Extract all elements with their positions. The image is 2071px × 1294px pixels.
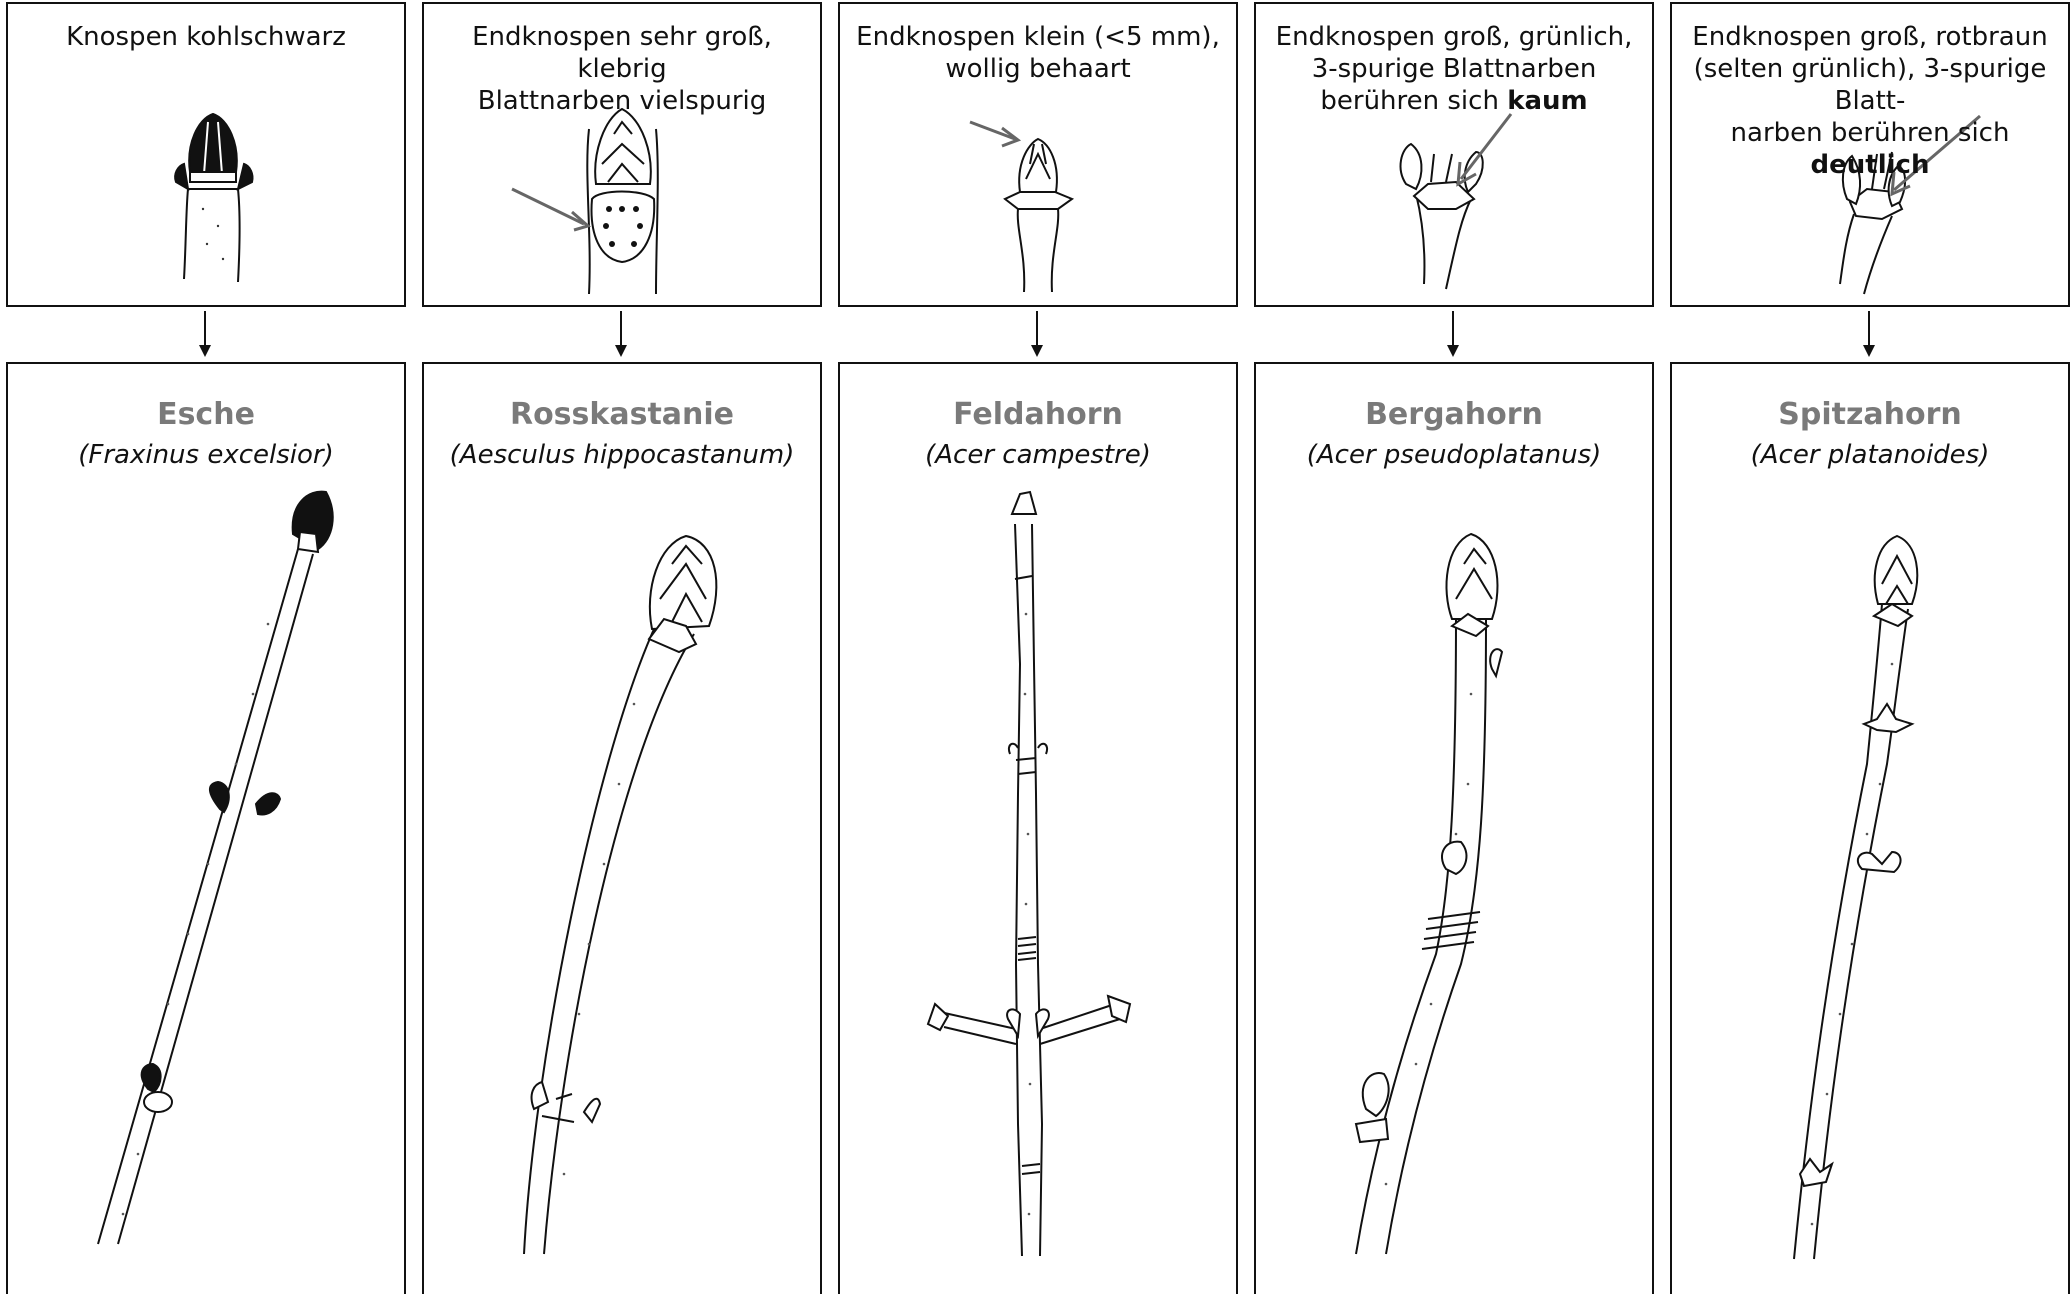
feature-box-rosskastanie: Endknospen sehr groß, klebrig Blattnarbe… (422, 2, 822, 307)
feature-line-3: narben berühren sich deutlich (1672, 117, 2068, 181)
column-feldahorn: Endknospen klein (<5 mm), wollig behaart… (838, 0, 1236, 1274)
feature-box-esche: Knospen kohlschwarz (6, 2, 406, 307)
feature-box-feldahorn: Endknospen klein (<5 mm), wollig behaart (838, 2, 1238, 307)
twig-spitzahorn-illustration (1672, 364, 2068, 1276)
species-box-spitzahorn: Spitzahorn (Acer platanoides) (1670, 362, 2070, 1294)
species-box-bergahorn: Bergahorn (Acer pseudoplatanus) (1254, 362, 1654, 1294)
feature-emphasis: kaum (1507, 86, 1587, 116)
feature-line-1: Endknospen klein (<5 mm), (840, 21, 1236, 53)
down-arrow-icon (6, 303, 404, 363)
down-arrow-icon (422, 303, 820, 363)
species-box-esche: Esche (Fraxinus excelsior) (6, 362, 406, 1294)
twig-feldahorn-illustration (840, 364, 1236, 1276)
column-spitzahorn: Endknospen groß, rotbraun (selten grünli… (1670, 0, 2068, 1274)
species-box-rosskastanie: Rosskastanie (Aesculus hippocastanum) (422, 362, 822, 1294)
column-bergahorn: Endknospen groß, grünlich, 3-spurige Bla… (1254, 0, 1652, 1274)
feature-line-2: wollig behaart (840, 53, 1236, 85)
feature-line-1: Knospen kohlschwarz (8, 21, 404, 53)
down-arrow-icon (1670, 303, 2068, 363)
feature-line-1: Endknospen sehr groß, klebrig (424, 21, 820, 85)
feature-line-3-text: narben berühren sich (1731, 118, 2010, 148)
feature-box-bergahorn: Endknospen groß, grünlich, 3-spurige Bla… (1254, 2, 1654, 307)
feature-line-1: Endknospen groß, grünlich, (1256, 21, 1652, 53)
feature-emphasis: deutlich (1811, 150, 1930, 180)
species-box-feldahorn: Feldahorn (Acer campestre) (838, 362, 1238, 1294)
feature-line-2: Blattnarben vielspurig (424, 85, 820, 117)
twig-rosskastanie-illustration (424, 364, 820, 1276)
twig-esche-illustration (8, 364, 404, 1276)
feature-text-spitzahorn: Endknospen groß, rotbraun (selten grünli… (1672, 21, 2068, 181)
feature-line-3-text: berühren sich (1320, 86, 1507, 116)
down-arrow-icon (838, 303, 1236, 363)
feature-line-1: Endknospen groß, rotbraun (1672, 21, 2068, 53)
feature-line-2: 3-spurige Blattnarben (1256, 53, 1652, 85)
feature-text-rosskastanie: Endknospen sehr groß, klebrig Blattnarbe… (424, 21, 820, 117)
feature-line-2: (selten grünlich), 3-spurige Blatt- (1672, 53, 2068, 117)
feature-line-3: berühren sich kaum (1256, 85, 1652, 117)
feature-box-spitzahorn: Endknospen groß, rotbraun (selten grünli… (1670, 2, 2070, 307)
column-esche: Knospen kohlschwarz Esche (Fraxinus exce… (6, 0, 404, 1274)
feature-text-feldahorn: Endknospen klein (<5 mm), wollig behaart (840, 21, 1236, 85)
down-arrow-icon (1254, 303, 1652, 363)
column-rosskastanie: Endknospen sehr groß, klebrig Blattnarbe… (422, 0, 820, 1274)
feature-text-esche: Knospen kohlschwarz (8, 21, 404, 53)
feature-text-bergahorn: Endknospen groß, grünlich, 3-spurige Bla… (1256, 21, 1652, 117)
twig-bergahorn-illustration (1256, 364, 1652, 1276)
